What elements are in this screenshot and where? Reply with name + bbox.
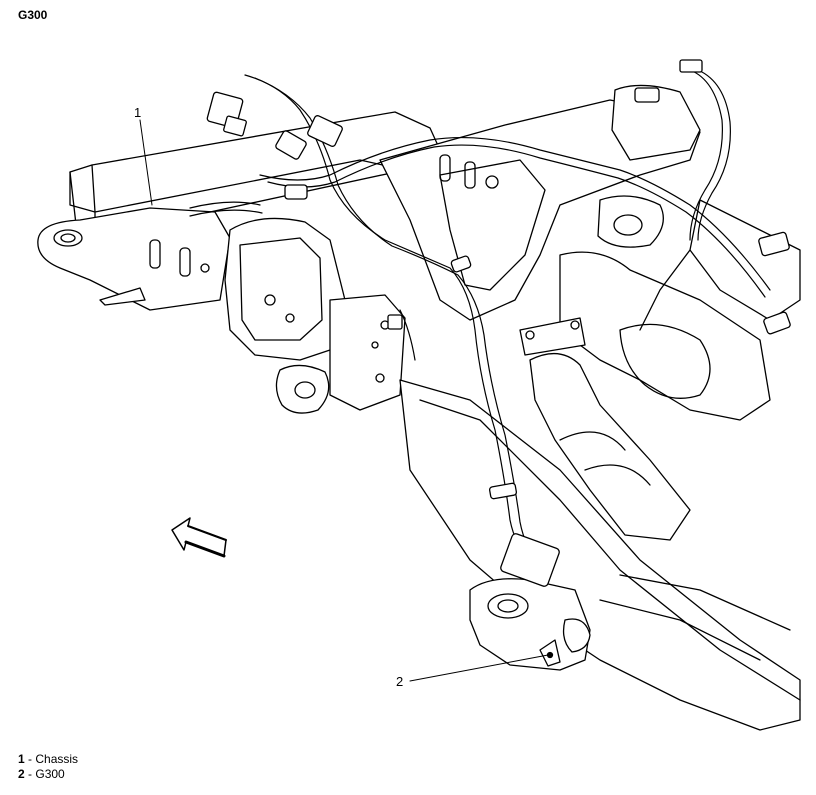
callout-2-number: 2 bbox=[396, 674, 403, 689]
legend-item-chassis: 1 - Chassis bbox=[18, 752, 78, 767]
legend-separator: - bbox=[24, 752, 36, 766]
callout-leaders bbox=[139, 119, 549, 682]
callout-legend: 1 - Chassis 2 - G300 bbox=[18, 752, 78, 782]
legend-item-g300: 2 - G300 bbox=[18, 767, 78, 782]
harness-connectors bbox=[206, 59, 791, 587]
legend-number: 1 bbox=[18, 752, 25, 766]
legend-separator: - bbox=[24, 767, 36, 781]
left-frame-rail bbox=[37, 111, 441, 311]
rear-body-mount bbox=[469, 578, 591, 671]
chassis-illustration: 1 2 bbox=[37, 59, 801, 731]
left-suspension-bracket bbox=[224, 217, 406, 414]
callout-1-leader bbox=[139, 119, 153, 206]
diagram-title: G300 bbox=[18, 8, 48, 22]
callout-2-leader bbox=[409, 654, 549, 682]
right-frame-rail bbox=[559, 199, 801, 421]
front-direction-arrow-icon bbox=[171, 517, 227, 558]
legend-label: G300 bbox=[35, 767, 65, 781]
callout-1-number: 1 bbox=[134, 105, 141, 120]
legend-number: 2 bbox=[18, 767, 25, 781]
catalytic-converter bbox=[519, 317, 691, 541]
legend-label: Chassis bbox=[35, 752, 79, 766]
rear-frame-rail bbox=[399, 379, 801, 731]
